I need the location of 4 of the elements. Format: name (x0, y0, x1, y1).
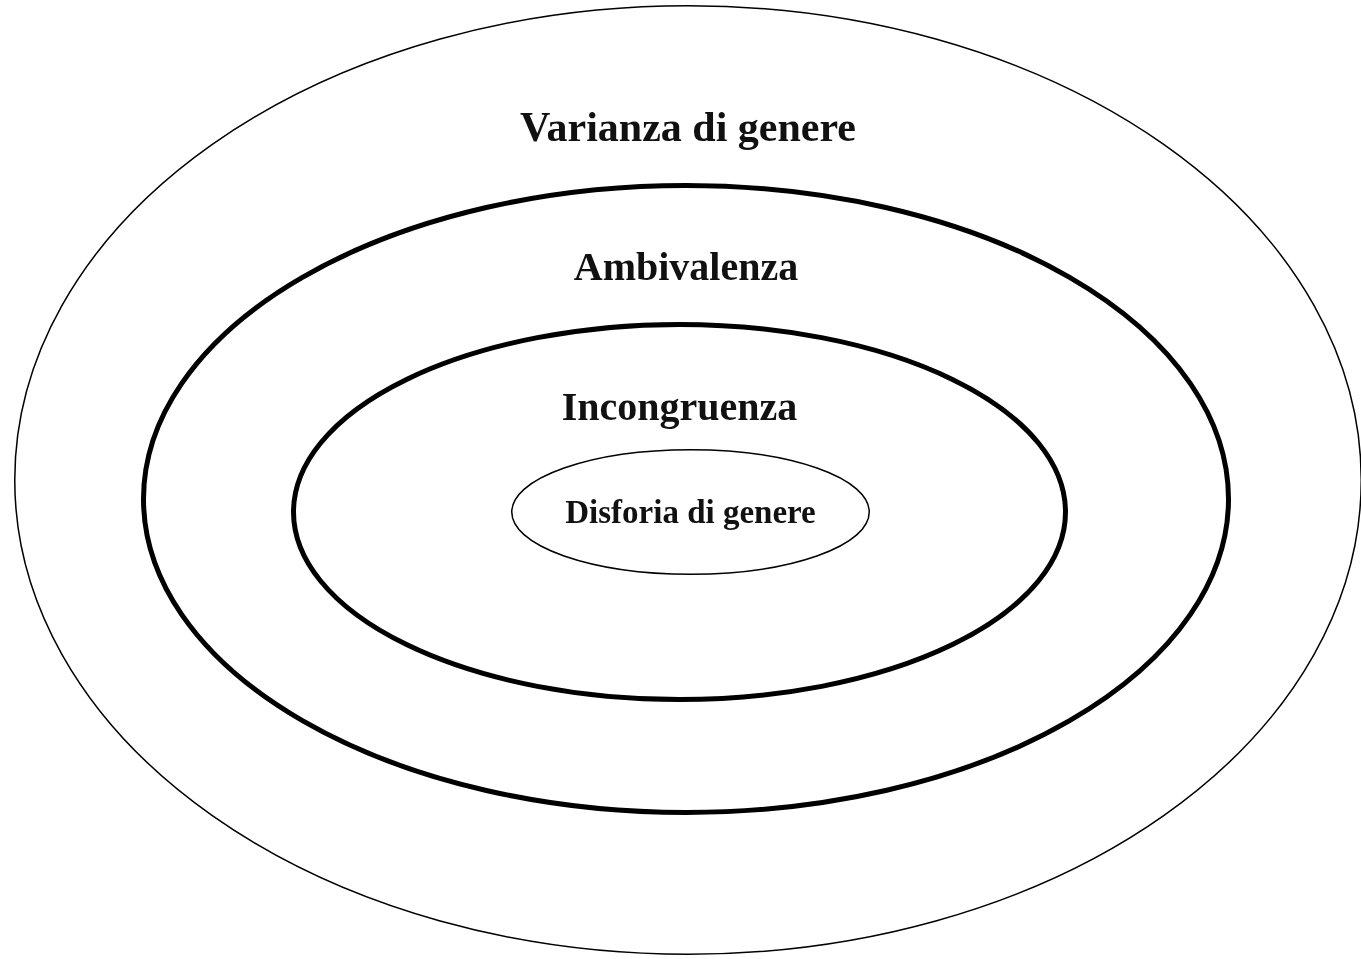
ellipse-label: Disforia di genere (565, 493, 816, 531)
ellipse-label: Incongruenza (561, 382, 798, 430)
ellipse-label: Ambivalenza (573, 242, 799, 290)
ellipse-label: Varianza di genere (520, 103, 856, 151)
